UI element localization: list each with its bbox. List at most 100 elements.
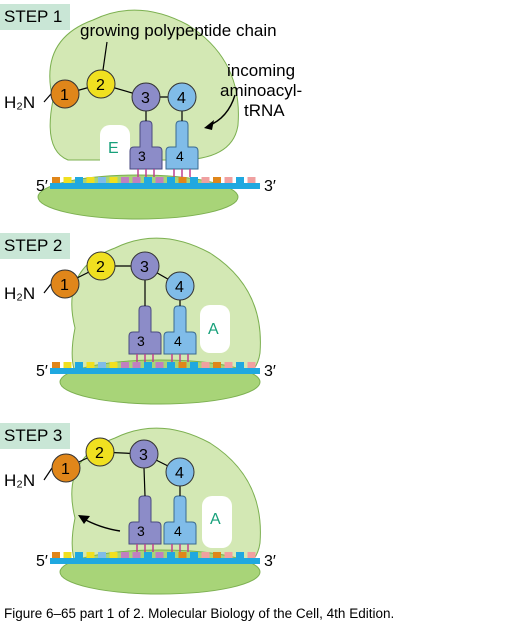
- step-2-codon-base: [63, 362, 72, 368]
- step-3-residue-1: [51, 453, 81, 483]
- step-3-trna-stem: [143, 467, 146, 497]
- step-2-codon-base: [190, 362, 198, 368]
- step-2-residue-3: [130, 251, 160, 281]
- step-1-codon-base: [167, 177, 175, 183]
- step-2-trna-left-label: 3: [137, 333, 145, 349]
- step-3-residue-1-label: 1: [61, 461, 70, 478]
- step-2-codon-base: [52, 362, 60, 368]
- step-1-codon-base: [178, 177, 187, 183]
- step-2-codon-base: [247, 362, 256, 368]
- exit-arrowhead: [78, 515, 90, 524]
- step-1-residue-3: [131, 82, 161, 112]
- step-3-codon-base: [190, 552, 198, 558]
- step-3-codon-base: [236, 552, 244, 558]
- step-2-residue-2: [86, 251, 116, 281]
- incoming-label-line1: incoming: [227, 61, 295, 80]
- step-2-residue-2-label: 2: [96, 259, 105, 276]
- step-3-five-prime: 5′: [36, 553, 48, 570]
- growing-chain-pointer: [102, 41, 108, 71]
- step-3-residue-3: [129, 439, 159, 469]
- step-1-codon-base: [109, 177, 118, 183]
- step-1-trna-right-label: 4: [176, 148, 184, 164]
- step-1-site-slot: [100, 125, 130, 171]
- step-3-codon-base: [63, 552, 72, 558]
- step-3-codon-base: [98, 552, 106, 558]
- step-2-trna-left: [128, 305, 162, 355]
- step-1-codon-base: [224, 177, 233, 183]
- step-2-residue-1: [50, 269, 80, 299]
- step-2-codon-base: [86, 362, 95, 368]
- step-1-site-label: E: [108, 140, 119, 157]
- step-2-codon-base: [167, 362, 175, 368]
- step-1-mrna: [50, 183, 260, 189]
- step-2-site-slot: [200, 305, 230, 353]
- step-3-residue-4: [165, 457, 195, 487]
- step-3-codon-base: [178, 552, 187, 558]
- step-2-codon-base: [155, 362, 164, 368]
- step-1-codon-base: [98, 177, 106, 183]
- step-3-codon-base: [167, 552, 175, 558]
- step-1-codon-base: [155, 177, 164, 183]
- step-2-codon-base: [144, 362, 152, 368]
- step-2-codon-base: [98, 362, 106, 368]
- step-1-residue-1-label: 1: [60, 87, 69, 104]
- incoming-arrowhead: [204, 120, 214, 130]
- step-1-residue-1: [50, 79, 80, 109]
- step-2-codon-base: [236, 362, 244, 368]
- step-2-label: STEP 2: [0, 233, 71, 259]
- incoming-label-line2: aminoacyl-: [220, 81, 302, 100]
- step-2-codon-base: [178, 362, 187, 368]
- step-3-codon-base: [247, 552, 256, 558]
- step-2-codon-base: [109, 362, 118, 368]
- incoming-label-line3: tRNA: [244, 101, 285, 120]
- step-3-amino-terminus: H₂N: [4, 471, 35, 490]
- step-1-label: STEP 1: [0, 4, 71, 30]
- step-1-codon-base: [63, 177, 72, 183]
- step-1-trna-right: [165, 120, 199, 170]
- step-3-codon-base: [213, 552, 221, 558]
- step-2-residue-1-label: 1: [60, 277, 69, 294]
- step-1-amino-terminus: H₂N: [4, 93, 35, 112]
- step-2-codon-base: [224, 362, 233, 368]
- step-1-codon-base: [132, 177, 141, 183]
- step-3-bond: [43, 467, 53, 481]
- step-1-codon-base: [247, 177, 256, 183]
- step-3-codon-base: [121, 552, 129, 558]
- step-3-trna-left-label: 3: [137, 523, 145, 539]
- step-1-residue-3-label: 3: [141, 90, 150, 107]
- step-1-codon-base: [121, 177, 129, 183]
- step-2-codon-base: [132, 362, 141, 368]
- step-1-five-prime: 5′: [36, 178, 48, 195]
- step-2-five-prime: 5′: [36, 363, 48, 380]
- step-1-codon-base: [213, 177, 221, 183]
- step-1-residue-2: [86, 69, 116, 99]
- step-3-label: STEP 3: [0, 423, 71, 449]
- step-3-trna-right-label: 4: [174, 523, 182, 539]
- step-2-codon-base: [201, 362, 210, 368]
- step-3-trna-right: [163, 495, 197, 545]
- step-2-bond: [43, 283, 52, 294]
- step-2-three-prime: 3′: [264, 363, 276, 380]
- step-3-site-slot: [202, 496, 232, 548]
- step-1-trna-left-label: 3: [138, 148, 146, 164]
- step-1-codon-base: [236, 177, 244, 183]
- step-2-residue-3-label: 3: [140, 259, 149, 276]
- step-3-codon-base: [52, 552, 60, 558]
- step-1-trna-left: [129, 120, 163, 170]
- step-2-amino-terminus: H₂N: [4, 284, 35, 303]
- step-3-codon-base: [86, 552, 95, 558]
- step-2-residue-4-label: 4: [175, 279, 184, 296]
- step-2-residue-4: [165, 271, 195, 301]
- step-3-residue-2-label: 2: [95, 445, 104, 462]
- step-1-three-prime: 3′: [264, 178, 276, 195]
- figure-caption: Figure 6–65 part 1 of 2. Molecular Biolo…: [4, 606, 395, 621]
- step-3-codon-base: [75, 552, 83, 558]
- step-2-codon-base: [121, 362, 129, 368]
- step-3-codon-base: [132, 552, 141, 558]
- step-2-trna-right: [163, 305, 197, 355]
- step-3-three-prime: 3′: [264, 553, 276, 570]
- step-1-residue-4: [167, 82, 197, 112]
